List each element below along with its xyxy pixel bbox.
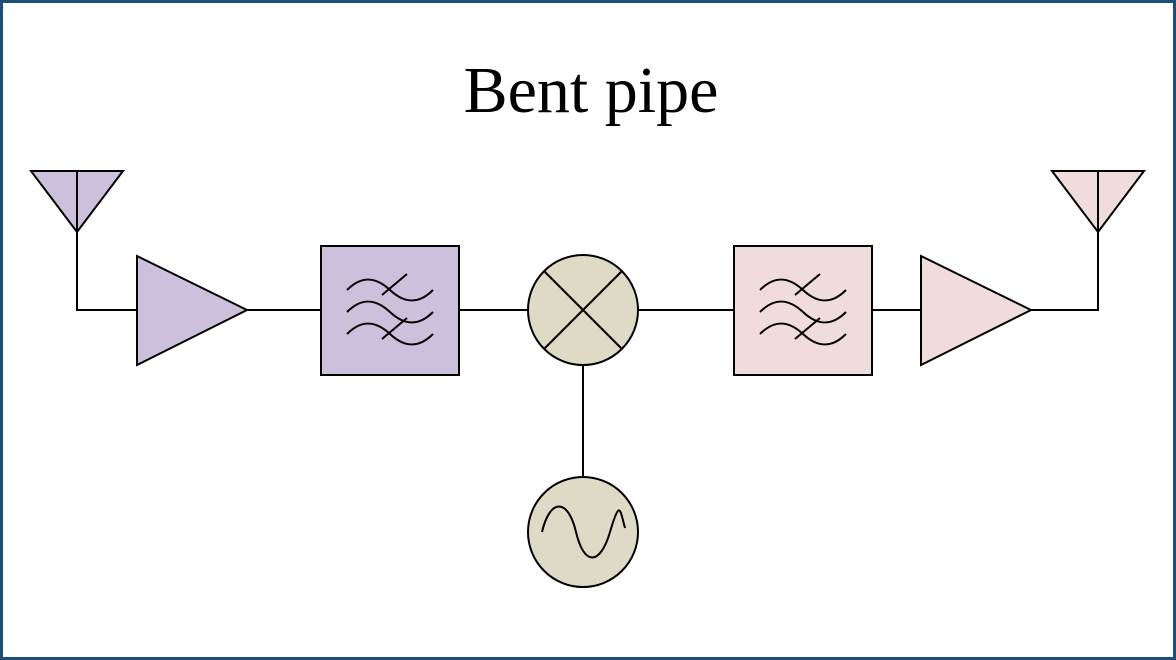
tx-amplifier-icon: [920, 254, 1034, 367]
wire-amplifier-to-antenna: [1031, 232, 1099, 311]
mixer-icon: [527, 254, 639, 366]
tx-filter-icon: [733, 245, 873, 376]
rx-filter-icon: [320, 245, 460, 376]
oscillator-icon: [527, 476, 639, 588]
diagram-title: Bent pipe: [463, 54, 719, 127]
wire-antenna-to-amplifier: [76, 232, 137, 311]
tx-antenna-icon: [1049, 170, 1147, 234]
rx-antenna-icon: [28, 170, 126, 234]
signal-wires: [76, 232, 1099, 477]
rx-amplifier-icon: [136, 254, 250, 367]
